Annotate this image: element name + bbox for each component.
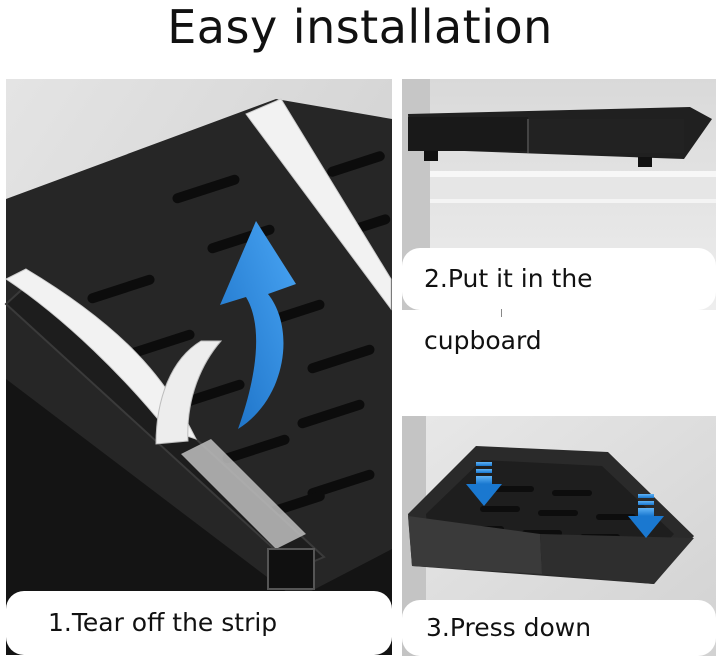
arrow-down-icon <box>466 462 502 506</box>
curved-arrow-up-icon <box>220 221 296 429</box>
page-title: Easy installation <box>167 0 553 54</box>
step-1-illustration <box>4 79 392 655</box>
step-2-panel: 2.Put it in the cupboard <box>402 79 716 355</box>
divider-tick <box>501 309 502 317</box>
step-3-caption: 3.Press down <box>402 600 716 656</box>
tray-slots <box>87 151 391 517</box>
step-3-panel: 3.Press down <box>402 416 716 656</box>
step-1-panel: 1.Tear off the strip <box>4 79 392 655</box>
step-1-caption: 1.Tear off the strip <box>6 591 392 655</box>
adhesive-strip <box>5 268 197 440</box>
arrow-down-icon <box>628 494 664 538</box>
step-2-caption: 2.Put it in the cupboard <box>402 248 716 355</box>
